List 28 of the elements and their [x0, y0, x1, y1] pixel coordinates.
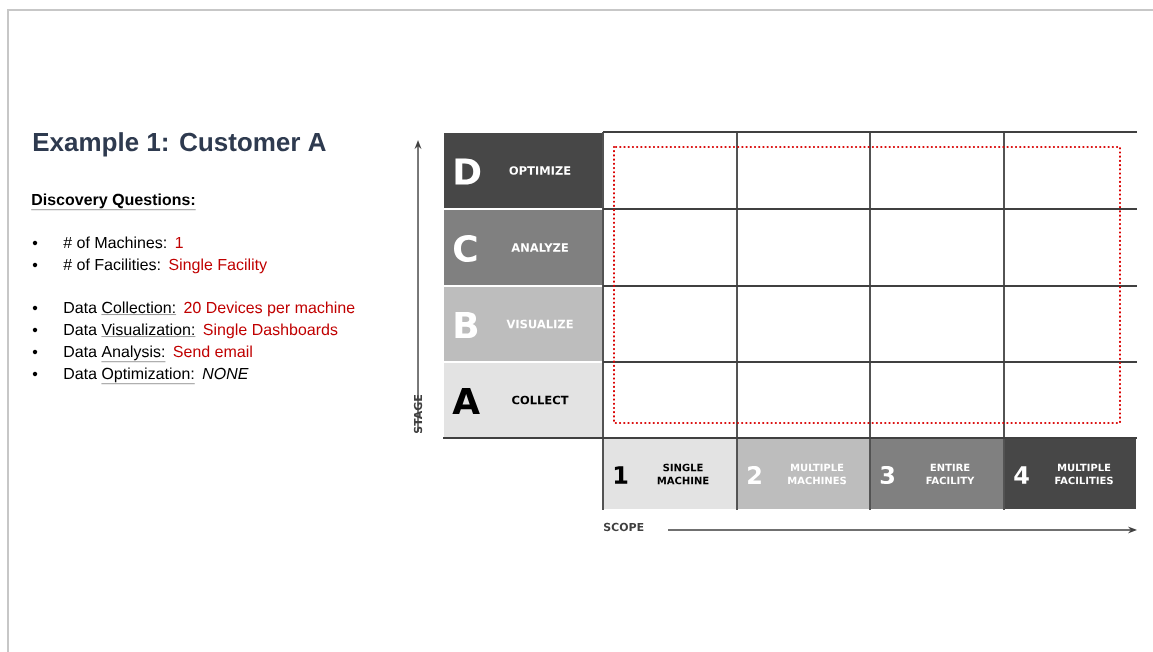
axis-label: STAGE	[413, 394, 423, 433]
stage-box: B VISUALIZE	[444, 287, 602, 361]
question-text: Optimization:	[101, 367, 195, 384]
scope-box: 2 MULTIPLE MACHINES	[738, 439, 869, 509]
answer-text: Single Dashboards	[203, 323, 338, 339]
question-text: Analysis:	[101, 345, 166, 362]
question-text: Data	[64, 368, 97, 380]
answer-text: Single Facility	[169, 258, 268, 274]
question-text: Collection:	[101, 301, 177, 315]
answer-text: Send email	[173, 345, 252, 358]
question-text: Data	[64, 302, 97, 314]
stage-box: C ANALYZE	[444, 210, 602, 285]
question-text: # of Machines:	[63, 236, 166, 249]
section-heading: Discovery Questions:	[31, 193, 196, 210]
question-text: # of Facilities:	[63, 258, 160, 271]
answer-text: 1	[175, 237, 183, 248]
scope-box: 4 MULTIPLE FACILITIES	[1005, 439, 1136, 509]
stage-box: D OPTIMIZE	[444, 133, 602, 208]
axis-label: SCOPE	[604, 522, 644, 532]
scope-box: 1 SINGLE MACHINE	[604, 439, 736, 509]
answer-text: 20 Devices per machine	[184, 301, 355, 317]
question-text: Visualization:	[101, 323, 196, 337]
stage-box: A COLLECT	[444, 363, 602, 437]
question-text: Data	[64, 346, 97, 358]
answer-text: NONE	[202, 367, 249, 380]
title: Example 1: Customer A	[33, 132, 326, 157]
question-text: Data	[64, 324, 97, 336]
scope-box: 3 ENTIRE FACILITY	[871, 439, 1003, 509]
